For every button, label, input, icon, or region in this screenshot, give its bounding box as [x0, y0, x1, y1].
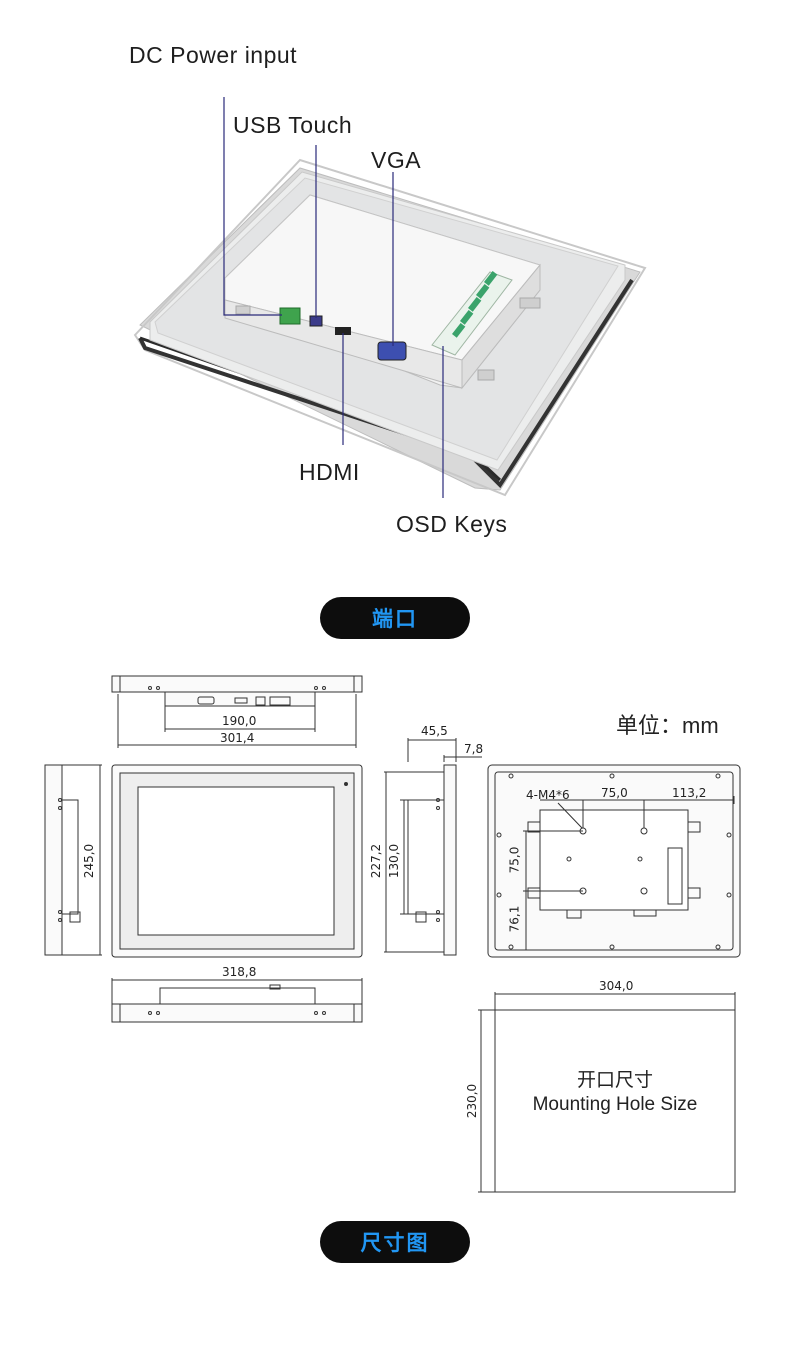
dim-back-offset-right: 113,2 — [672, 786, 707, 800]
usb-touch-label: USB Touch — [233, 112, 353, 138]
hdmi-label: HDMI — [299, 459, 360, 485]
back-electronics-box — [539, 809, 689, 911]
dim-side-inner-height: 130,0 — [387, 843, 402, 879]
dim-bottom-width: 318,8 — [222, 965, 257, 979]
dc-power-label: DC Power input — [129, 42, 298, 68]
vga-connector — [377, 341, 407, 361]
section-title-ports: 端口 — [320, 597, 470, 639]
product-back-illustration — [133, 97, 647, 498]
dim-cutout-height: 230,0 — [465, 1083, 480, 1119]
dim-back-hole-spacing-x: 75,0 — [601, 786, 628, 800]
left-side-view — [44, 764, 63, 956]
section-title-dimensions: 尺寸图 — [320, 1221, 470, 1263]
cutout-title-cn: 开口尺寸 — [576, 1070, 653, 1091]
bottom-view-outline — [111, 1003, 363, 1023]
osd-keys-label: OSD Keys — [396, 511, 508, 537]
hdmi-connector — [335, 327, 351, 335]
dim-back-hole-spacing-y: 75,0 — [507, 846, 522, 874]
dim-side-depth: 45,5 — [421, 724, 448, 738]
vga-label: VGA — [371, 147, 422, 173]
cutout-title-en: Mounting Hole Size — [532, 1094, 698, 1115]
dim-cutout-width: 304,0 — [599, 979, 634, 993]
front-screen — [137, 786, 335, 936]
dim-top-outer-width: 301,4 — [220, 731, 255, 745]
dim-back-holes: 4-M4*6 — [526, 788, 570, 802]
right-side-view — [443, 764, 457, 956]
dim-side-height: 227,2 — [369, 843, 384, 879]
dc-power-connector — [279, 307, 301, 325]
dim-back-offset-bottom: 76,1 — [507, 905, 522, 933]
dim-front-height: 245,0 — [82, 843, 97, 879]
cutout-rect — [494, 1009, 736, 1193]
dc-power-callout-line — [223, 97, 282, 316]
unit-label: 单位：mm — [616, 713, 719, 738]
dim-top-inner-width: 190,0 — [222, 714, 257, 728]
dim-side-depth-small: 7,8 — [464, 742, 484, 756]
